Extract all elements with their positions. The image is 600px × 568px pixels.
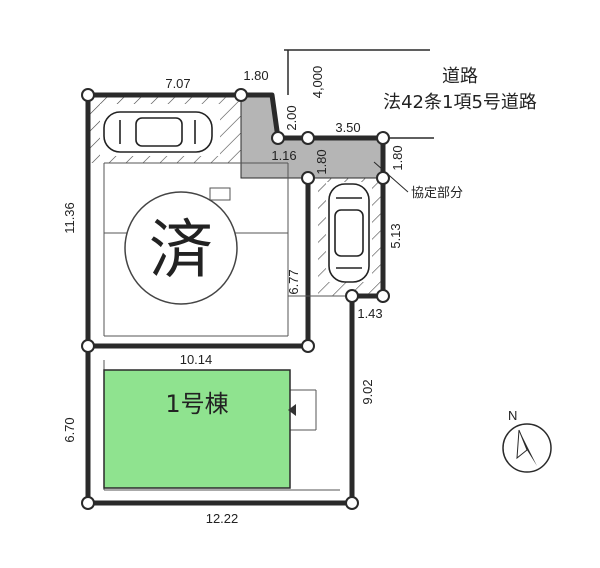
dim-inner-6-77: 6.77 — [286, 269, 301, 294]
car-top-icon — [103, 111, 213, 153]
sold-circle — [124, 191, 238, 305]
dim-top-setback: 1.80 — [243, 68, 268, 83]
compass-icon — [502, 423, 552, 473]
dim-right-5-13: 5.13 — [388, 223, 403, 248]
dim-top-left: 7.07 — [165, 76, 190, 91]
entrance-triangle-icon — [288, 404, 296, 416]
building-label: 1号棟 — [165, 390, 228, 418]
dim-inner-1-16: 1.16 — [271, 148, 296, 163]
dim-vertical-2: 2.00 — [284, 105, 299, 130]
dim-left-side: 11.36 — [62, 202, 77, 234]
corner-points — [81, 88, 390, 510]
dim-bottom-1-43: 1.43 — [357, 306, 382, 321]
north-label: N — [508, 408, 517, 423]
agreement-leader — [373, 161, 409, 193]
agreement-label: 協定部分 — [411, 186, 463, 201]
building-1 — [103, 369, 291, 489]
dim-bottom-12-22: 12.22 — [206, 511, 239, 526]
dim-inner-1-80: 1.80 — [314, 149, 329, 174]
dim-road-width: 4,000 — [310, 66, 325, 99]
dim-middle-10-14: 10.14 — [180, 352, 213, 367]
sold-mark: 済 — [149, 214, 213, 288]
car-right-icon — [328, 183, 370, 283]
road-subtitle: 法42条1項5号道路 — [383, 92, 537, 113]
dim-right-1-80: 1.80 — [390, 145, 405, 170]
dim-right-top: 3.50 — [335, 120, 360, 135]
dim-right-9-02: 9.02 — [360, 379, 375, 404]
road-title: 道路 — [442, 66, 478, 87]
dim-left-6-70: 6.70 — [62, 417, 77, 442]
